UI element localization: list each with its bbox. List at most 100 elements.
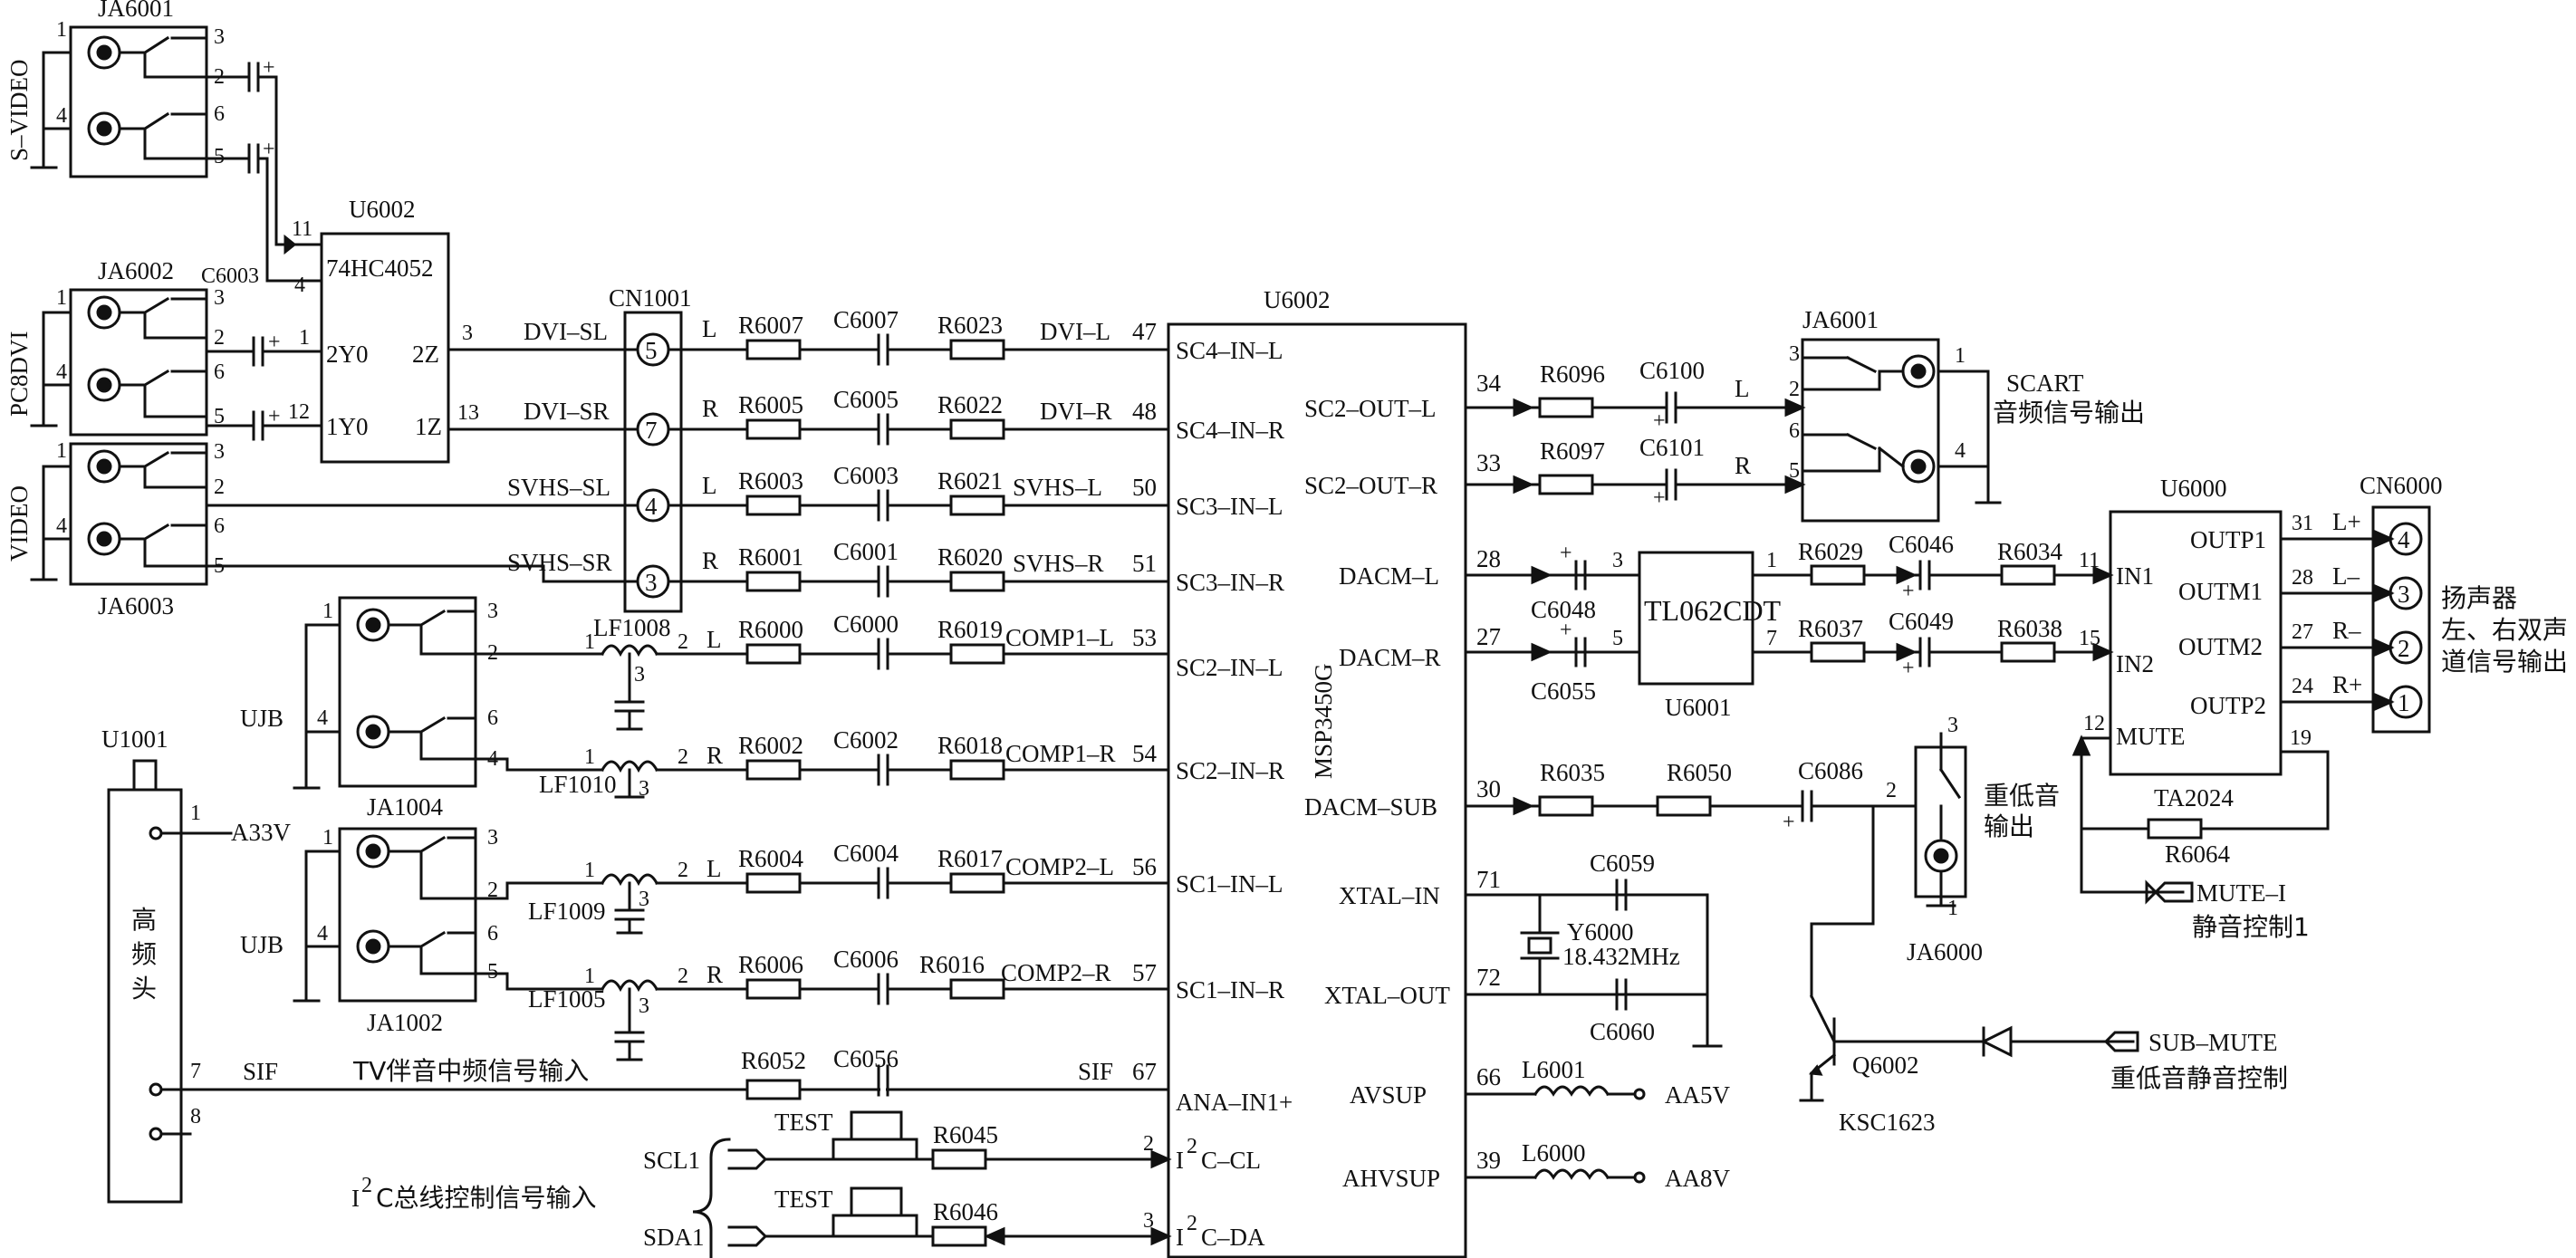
pin-label: 1 — [322, 600, 333, 623]
pin-label: 24 — [2292, 675, 2313, 698]
net-dvi-r: DVI–R — [1040, 398, 1112, 425]
net-dvi-sr: DVI–SR — [524, 398, 610, 425]
pin-label: 4 — [294, 274, 305, 297]
plus-sign: + — [268, 331, 281, 354]
pin-label: 4 — [56, 360, 67, 384]
pin-label: 1 — [584, 630, 595, 654]
pin-label: 11 — [2079, 549, 2100, 572]
plus-sign: + — [1560, 542, 1572, 565]
pin-label: 3 — [1143, 1209, 1154, 1233]
net-dvi-sl: DVI–SL — [524, 318, 608, 345]
lf1009-label: LF1009 — [528, 898, 606, 925]
net-aa5v: AA5V — [1665, 1081, 1730, 1109]
speaker-label-1: 扬声器 — [2441, 583, 2517, 613]
lf1010-label: LF1010 — [539, 771, 617, 798]
r6029: R6029 — [1798, 538, 1863, 565]
i2c-input-label: C总线控制信号输入 — [376, 1183, 597, 1213]
ja1004-label: JA1004 — [367, 793, 444, 821]
msp-pin-ana-in1: ANA–IN1+ — [1176, 1089, 1293, 1116]
r6037: R6037 — [1798, 615, 1863, 642]
pin-label: 12 — [288, 400, 310, 424]
r6050: R6050 — [1667, 759, 1732, 786]
speaker-r-minus: R– — [2332, 617, 2361, 644]
pin-label: 27 — [1476, 623, 1501, 650]
net-aa8v: AA8V — [1665, 1165, 1730, 1192]
opamp-tl062: TL062CDT U6001 28 27 3 5 + + C6048 C6055 — [1464, 542, 1782, 721]
msp-pin-i2c-da: C–DA — [1201, 1224, 1265, 1251]
cn1001-label: CN1001 — [609, 284, 692, 312]
speaker-label-2: 左、右双声 — [2441, 615, 2568, 645]
lf1008-label: LF1008 — [593, 614, 671, 641]
lf-filters: LF1008 1 2 3 LF1010 1 2 3 LF1009 1 2 3 L… — [474, 614, 688, 1061]
pin-label: 4 — [56, 104, 67, 128]
r6017: R6017 — [937, 845, 1003, 872]
pin-label: 1 — [56, 439, 67, 463]
msp-pin-i2c-i: I — [1176, 1147, 1184, 1174]
rc-chain-labels: L R L R L R L R R6007 R6005 R6003 R6001 … — [702, 306, 1158, 988]
pin-label: 3 — [214, 286, 225, 310]
pin-label: 72 — [1476, 964, 1501, 991]
msp-pin-sc2-out-l: SC2–OUT–L — [1304, 395, 1437, 422]
c6006: C6006 — [833, 946, 899, 973]
plus-sign: + — [1783, 811, 1795, 834]
mute-control-label: 静音控制1 — [2192, 912, 2310, 942]
net-comp2-r: COMP2–R — [1001, 959, 1111, 986]
plus-sign: + — [263, 56, 275, 80]
pin-label: 4 — [317, 922, 328, 946]
pin-label: 3 — [639, 777, 649, 801]
i2c-superscript: 2 — [361, 1174, 372, 1197]
pin-label: 2 — [487, 879, 498, 902]
connector-cn1001: CN1001 5 7 4 3 — [609, 284, 692, 613]
msp-pin-sc2-in-l: SC2–IN–L — [1176, 654, 1283, 681]
mux-part: 74HC4052 — [326, 254, 434, 282]
pin-label: 3 — [214, 440, 225, 464]
channel-r: R — [706, 742, 723, 769]
r6001: R6001 — [738, 543, 803, 571]
pin-label: 28 — [1476, 545, 1501, 572]
msp-pin-sc4-in-l: SC4–IN–L — [1176, 337, 1283, 364]
net-sda1: SDA1 — [643, 1224, 705, 1251]
pin-label: 12 — [2083, 712, 2105, 735]
ujb-label-2: UJB — [240, 931, 284, 958]
tuner-char: 头 — [131, 974, 157, 1004]
amp-pin-mute: MUTE — [2116, 723, 2186, 750]
pin-label: 1 — [56, 286, 67, 310]
speaker-label-3: 道信号输出 — [2441, 647, 2568, 677]
r6006: R6006 — [738, 951, 803, 978]
mux-pin-1z: 1Z — [415, 413, 442, 440]
r6052: R6052 — [741, 1047, 806, 1074]
r6045: R6045 — [933, 1121, 998, 1148]
plus-sign: + — [1560, 619, 1572, 642]
pin-label: 39 — [1476, 1147, 1501, 1174]
jack-ja1002: JA1002 UJB 1 4 3 2 6 5 — [240, 826, 498, 1036]
pin-label: 47 — [1132, 318, 1157, 345]
c6004: C6004 — [833, 840, 899, 867]
jack-ja1004: JA1004 UJB 1 4 3 2 6 4 — [240, 596, 498, 821]
c6003-in-label: C6003 — [201, 264, 259, 288]
pin-label: 2 — [1886, 779, 1897, 802]
amp-pin-outp1: OUTP1 — [2190, 526, 2266, 553]
pin-label: 1 — [1766, 549, 1777, 572]
tv-if-input-label: TV伴音中频信号输入 — [352, 1056, 589, 1086]
ta2024-label: TA2024 — [2154, 784, 2234, 811]
r6004: R6004 — [738, 845, 804, 872]
pin-label: 54 — [1132, 740, 1158, 767]
jack-ja6002-pc8dvi: JA6002 1 4 3 2 6 5 PC8DVI + + 1 12 — [5, 257, 323, 441]
pin-label: 27 — [2292, 620, 2313, 644]
r6096: R6096 — [1540, 360, 1605, 388]
amp-ta2024: U6000 TA2024 IN1 IN2 MUTE OUTP1 OUTM1 OU… — [2071, 475, 2395, 942]
pin-label: 57 — [1132, 959, 1157, 986]
ujb-label: UJB — [240, 705, 284, 732]
pin-label: 67 — [1132, 1058, 1157, 1085]
c6060: C6060 — [1590, 1018, 1655, 1045]
c6059: C6059 — [1590, 850, 1655, 877]
c6101: C6101 — [1639, 434, 1705, 461]
tuner-char: 频 — [131, 939, 157, 969]
pin-label: 6 — [214, 102, 225, 126]
pin-label: 1 — [1955, 344, 1966, 368]
pin-label: 51 — [1132, 550, 1157, 577]
subwoofer-output: 30 R6035 R6050 C6086 + 2 3 1 JA6000 重低音 … — [1464, 714, 2288, 1136]
net-scl1: SCL1 — [643, 1147, 700, 1174]
ja6002-label: JA6002 — [98, 257, 174, 284]
